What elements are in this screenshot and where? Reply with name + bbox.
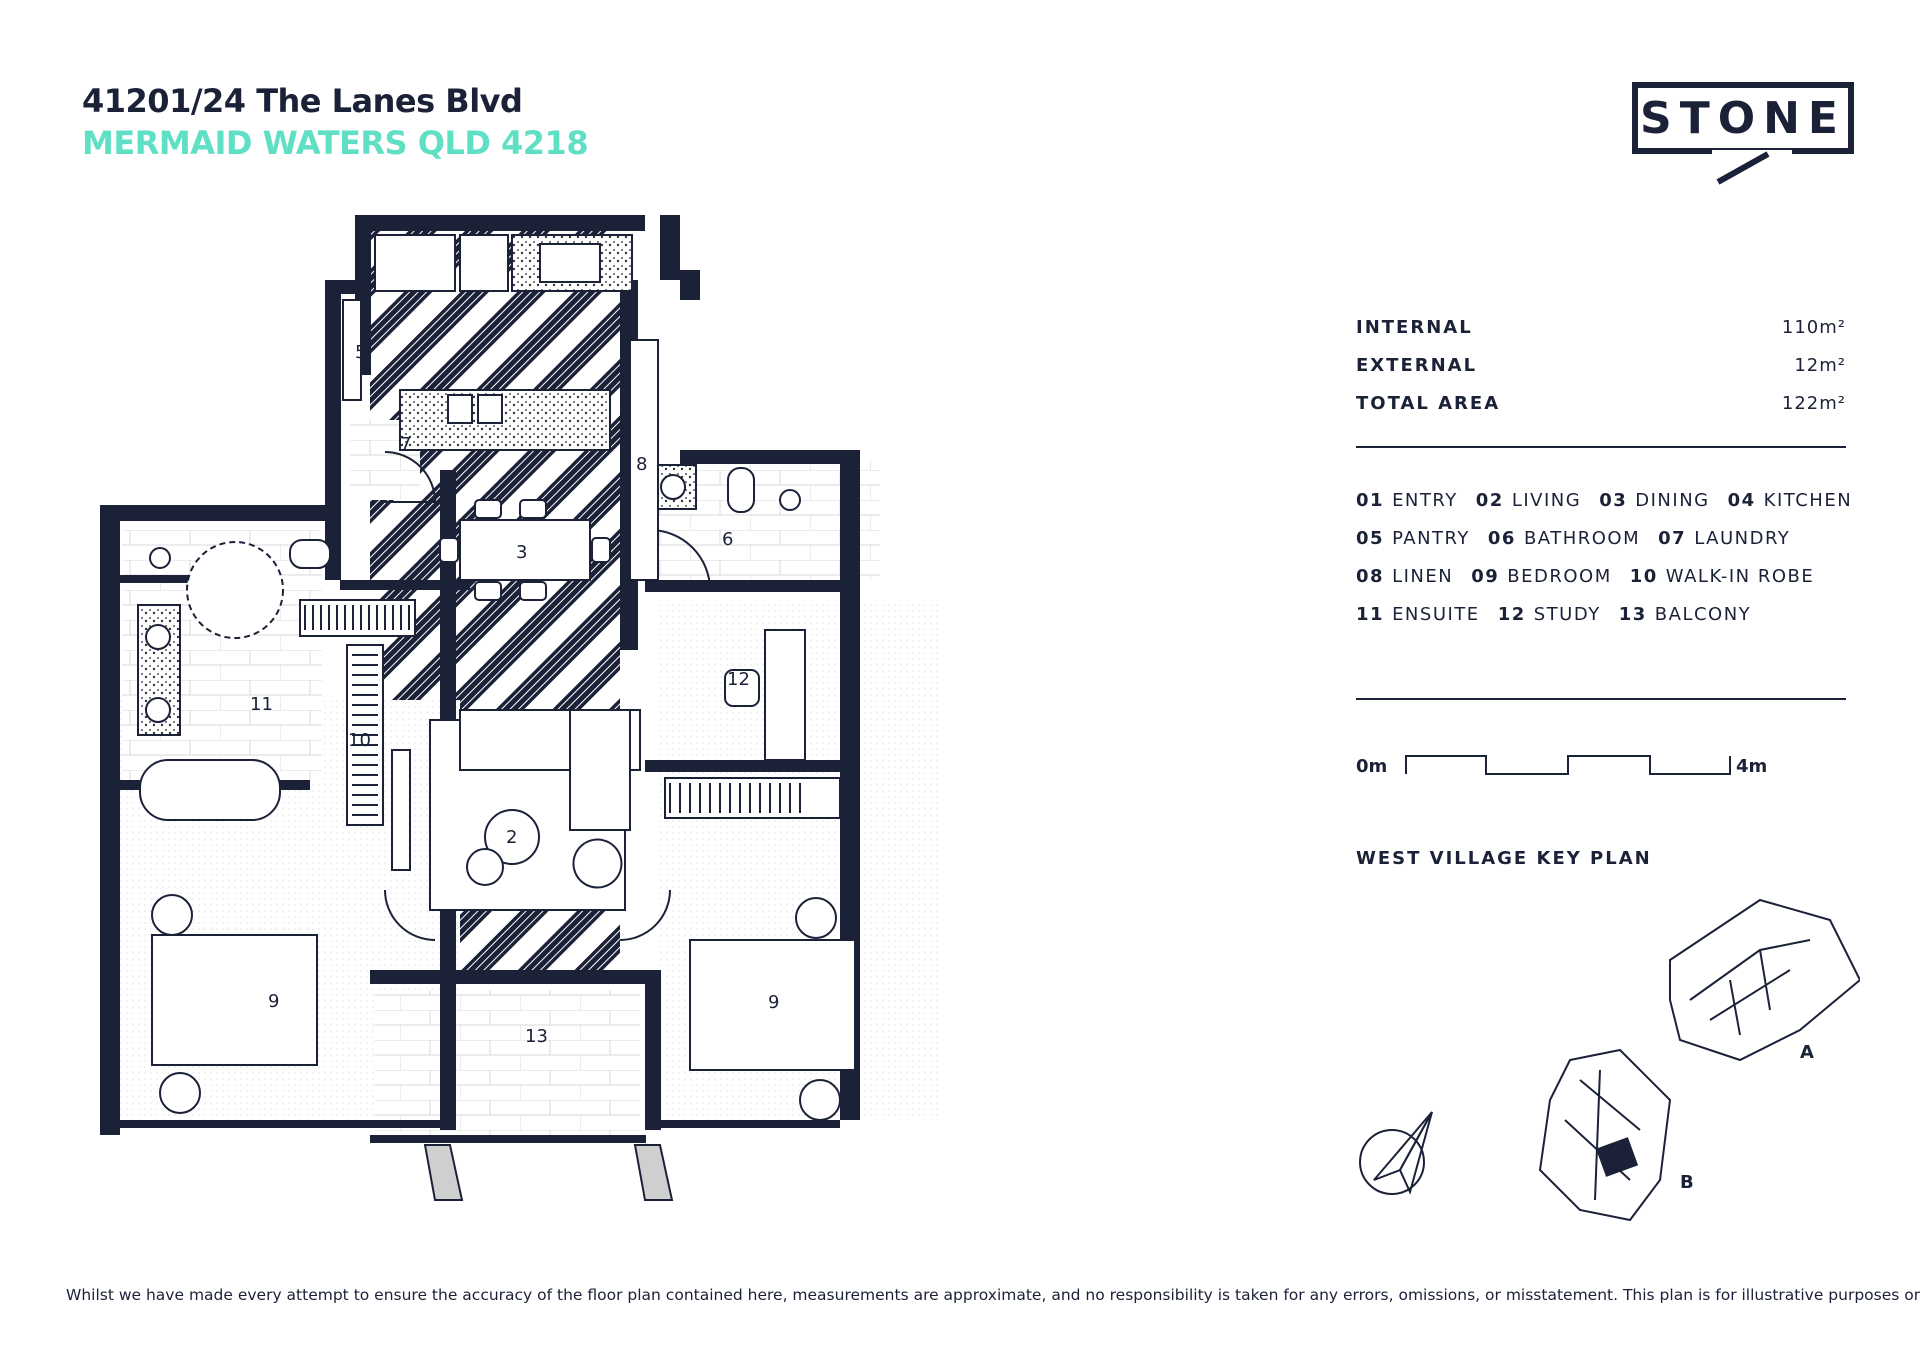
building-b-label: B bbox=[1680, 1172, 1694, 1193]
room-label-ensuite: 11 bbox=[250, 694, 273, 715]
scale-start-label: 0m bbox=[1356, 756, 1388, 777]
disclaimer: Whilst we have made every attempt to ens… bbox=[66, 1286, 1920, 1304]
unit-location-marker bbox=[1595, 1137, 1639, 1177]
bed-left bbox=[151, 894, 318, 1114]
address-line-1: 41201/24 The Lanes Blvd bbox=[82, 82, 523, 120]
building-a-label: A bbox=[1800, 1042, 1814, 1063]
legend-number: 07 bbox=[1658, 528, 1687, 549]
bathroom-fixtures bbox=[649, 464, 801, 591]
legend-room-name: LIVING bbox=[1511, 490, 1582, 511]
area-value: 110m² bbox=[1781, 316, 1846, 338]
legend-item: 10 WALK-IN ROBE bbox=[1630, 558, 1815, 596]
legend-number: 06 bbox=[1487, 528, 1516, 549]
room-label-pantry: 5 bbox=[355, 342, 366, 363]
area-table: INTERNAL 110m² EXTERNAL 12m² TOTAL AREA 122m² bbox=[1356, 308, 1846, 422]
legend-room-name: LAUNDRY bbox=[1694, 528, 1791, 549]
walk-in-robe-rails bbox=[299, 599, 416, 826]
divider-2 bbox=[1356, 698, 1846, 700]
legend-number: 12 bbox=[1497, 604, 1526, 625]
legend-room-name: DINING bbox=[1635, 490, 1710, 511]
scale-end-label: 4m bbox=[1736, 756, 1768, 777]
legend-room-name: STUDY bbox=[1533, 604, 1601, 625]
building-a-outline bbox=[1669, 898, 1860, 1062]
legend-room-name: KITCHEN bbox=[1763, 490, 1853, 511]
area-label: EXTERNAL bbox=[1356, 354, 1478, 376]
legend-number: 01 bbox=[1356, 490, 1385, 511]
key-plan-diagram: A B bbox=[1359, 898, 1860, 1222]
divider-1 bbox=[1356, 446, 1846, 448]
legend-item: 08 LINEN bbox=[1356, 558, 1453, 596]
area-row: EXTERNAL 12m² bbox=[1356, 346, 1846, 384]
legend-number: 08 bbox=[1356, 566, 1385, 587]
legend-item: 07 LAUNDRY bbox=[1658, 520, 1790, 558]
area-label: TOTAL AREA bbox=[1356, 392, 1501, 414]
room-legend: 01 ENTRY 02 LIVING 03 DINING 04 KITCHEN 05 PANTRY… bbox=[1356, 482, 1876, 634]
legend-number: 10 bbox=[1629, 566, 1658, 587]
address-line-2: MERMAID WATERS QLD 4218 bbox=[82, 124, 589, 162]
key-plan-title: WEST VILLAGE KEY PLAN bbox=[1356, 848, 1652, 869]
area-row: TOTAL AREA 122m² bbox=[1356, 384, 1846, 422]
area-label: INTERNAL bbox=[1356, 316, 1473, 338]
structural-columns bbox=[423, 1144, 674, 1201]
legend-item: 09 BEDROOM bbox=[1471, 558, 1612, 596]
logo-text: STONE bbox=[1640, 92, 1846, 144]
legend-number: 11 bbox=[1356, 604, 1385, 625]
room-label-study: 12 bbox=[727, 669, 750, 690]
room-label-bedroom-right: 9 bbox=[768, 992, 779, 1013]
study-furniture bbox=[664, 629, 841, 819]
room-label-balcony: 13 bbox=[525, 1026, 548, 1047]
logo-tail-icon bbox=[1712, 150, 1792, 185]
stone-logo: STONE bbox=[1632, 82, 1854, 154]
legend-item: 06 BATHROOM bbox=[1488, 520, 1640, 558]
legend-item: 03 DINING bbox=[1599, 482, 1709, 520]
scale-bar-graphic bbox=[1405, 755, 1731, 775]
room-label-living: 2 bbox=[506, 827, 517, 848]
legend-number: 13 bbox=[1618, 604, 1647, 625]
room-label-dining: 3 bbox=[516, 542, 527, 563]
building-b-outline bbox=[1538, 1048, 1672, 1222]
legend-room-name: LINEN bbox=[1392, 566, 1454, 587]
bed-right bbox=[689, 897, 856, 1121]
legend-number: 03 bbox=[1599, 490, 1628, 511]
legend-room-name: ENSUITE bbox=[1392, 604, 1480, 625]
legend-number: 09 bbox=[1471, 566, 1500, 587]
floor-plan: 5 7 8 3 6 11 10 12 2 9 9 13 bbox=[100, 215, 940, 1201]
room-label-bedroom-left: 9 bbox=[268, 991, 279, 1012]
area-value: 12m² bbox=[1794, 354, 1846, 376]
legend-room-name: WALK-IN ROBE bbox=[1665, 566, 1815, 587]
door-swings bbox=[384, 451, 671, 941]
legend-item: 04 KITCHEN bbox=[1728, 482, 1853, 520]
legend-item: 05 PANTRY bbox=[1356, 520, 1470, 558]
room-label-linen: 8 bbox=[636, 454, 647, 475]
legend-room-name: BEDROOM bbox=[1507, 566, 1612, 587]
kitchen-joinery bbox=[374, 234, 633, 451]
legend-item: 02 LIVING bbox=[1476, 482, 1581, 520]
area-value: 122m² bbox=[1781, 392, 1846, 414]
legend-room-name: BATHROOM bbox=[1523, 528, 1641, 549]
legend-room-name: BALCONY bbox=[1654, 604, 1752, 625]
legend-number: 02 bbox=[1475, 490, 1504, 511]
storage-cupboards bbox=[342, 299, 659, 581]
room-label-bathroom: 6 bbox=[722, 529, 733, 550]
legend-item: 01 ENTRY bbox=[1356, 482, 1458, 520]
legend-item: 13 BALCONY bbox=[1619, 596, 1751, 634]
room-label-walk-in-robe: 10 bbox=[348, 730, 371, 751]
room-label-laundry: 7 bbox=[400, 434, 411, 455]
north-arrow-icon bbox=[1359, 1111, 1433, 1195]
legend-number: 05 bbox=[1356, 528, 1385, 549]
area-row: INTERNAL 110m² bbox=[1356, 308, 1846, 346]
balcony-floor bbox=[375, 990, 640, 1140]
legend-number: 04 bbox=[1727, 490, 1756, 511]
living-furniture bbox=[391, 709, 641, 911]
legend-room-name: ENTRY bbox=[1392, 490, 1458, 511]
legend-item: 12 STUDY bbox=[1498, 596, 1601, 634]
dining-table bbox=[439, 499, 611, 601]
legend-item: 11 ENSUITE bbox=[1356, 596, 1480, 634]
legend-room-name: PANTRY bbox=[1392, 528, 1470, 549]
ensuite-fixtures bbox=[137, 539, 331, 821]
